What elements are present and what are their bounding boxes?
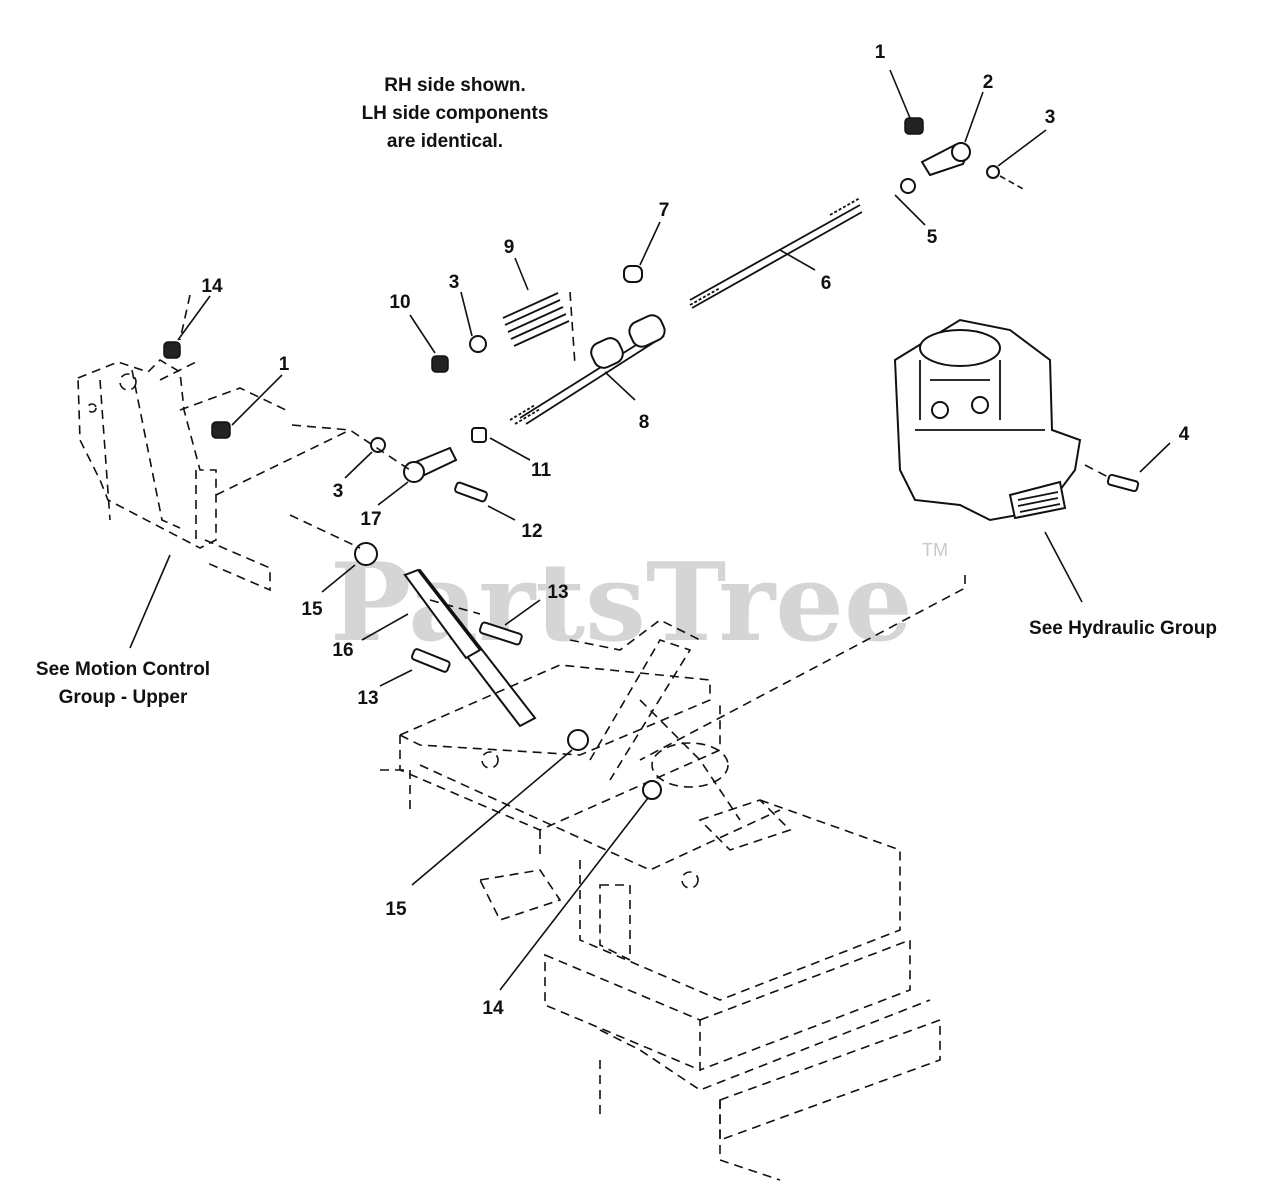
label-1-left: 1 xyxy=(279,354,290,375)
label-15-left: 15 xyxy=(301,599,323,620)
label-3-spring: 3 xyxy=(449,272,460,293)
frame xyxy=(380,619,941,1181)
damper xyxy=(289,514,662,800)
nut-left xyxy=(211,421,231,439)
label-12: 12 xyxy=(521,521,542,542)
watermark: PartsTree TM xyxy=(330,540,948,666)
bushing xyxy=(623,265,643,283)
motion-control-callout-line-2: Group - Upper xyxy=(59,687,188,708)
trunnion-block xyxy=(590,337,624,369)
watermark-trademark: TM xyxy=(922,540,948,560)
leader-lines xyxy=(129,69,1171,991)
trunnion-block-upper xyxy=(628,314,666,348)
washer xyxy=(469,335,487,353)
spring xyxy=(502,292,570,347)
jam-nut xyxy=(471,427,487,443)
label-4: 4 xyxy=(1179,424,1190,445)
label-10: 10 xyxy=(389,292,410,313)
label-17: 17 xyxy=(360,509,381,530)
watermark-text: PartsTree xyxy=(330,540,913,666)
label-9: 9 xyxy=(504,237,515,258)
note-line-1: RH side shown. xyxy=(384,75,525,96)
nut xyxy=(431,355,449,373)
note-line-2: LH side components xyxy=(362,103,549,124)
label-1-top: 1 xyxy=(875,42,886,63)
nut-top-left xyxy=(163,341,181,359)
motion-control-callout-line-1: See Motion Control xyxy=(36,659,210,680)
label-2: 2 xyxy=(983,72,994,93)
label-6: 6 xyxy=(821,273,832,294)
label-3-left: 3 xyxy=(333,481,344,502)
label-13-lower: 13 xyxy=(357,688,378,709)
label-13-upper: 13 xyxy=(547,582,568,603)
label-7: 7 xyxy=(659,200,670,221)
label-14-top: 14 xyxy=(201,276,223,297)
callouts: See Motion Control Group - Upper See Hyd… xyxy=(36,618,1217,708)
bolt xyxy=(454,481,488,503)
note: RH side shown. LH side components are id… xyxy=(362,75,549,152)
motion-control-bracket xyxy=(77,294,351,592)
label-14-bottom: 14 xyxy=(482,998,504,1019)
label-8: 8 xyxy=(639,412,650,433)
part-labels: 1 2 3 5 6 7 9 3 10 14 1 8 11 3 17 12 4 1… xyxy=(201,42,1189,1019)
label-15-bottom: 15 xyxy=(385,899,407,920)
control-rod-assembly xyxy=(163,117,1026,503)
note-line-3: are identical. xyxy=(387,131,503,152)
hydraulic-group-callout: See Hydraulic Group xyxy=(1029,618,1217,639)
label-5: 5 xyxy=(927,227,938,248)
label-3-top: 3 xyxy=(1045,107,1056,128)
label-16: 16 xyxy=(332,640,353,661)
hydraulic-pump xyxy=(639,318,1140,761)
label-11: 11 xyxy=(531,460,552,481)
